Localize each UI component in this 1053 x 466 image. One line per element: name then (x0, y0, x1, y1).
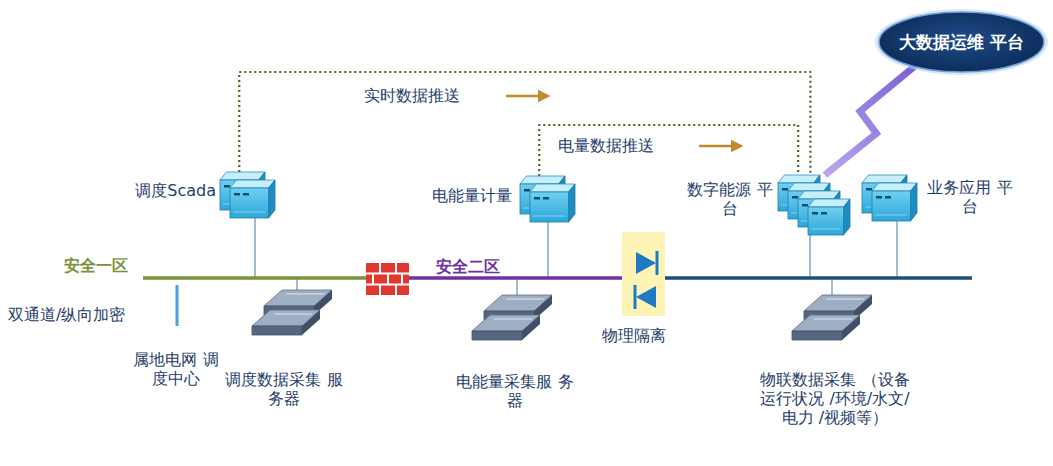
drop-line (831, 278, 833, 297)
storage-icon (252, 290, 332, 345)
device-label: 物联数据采集 （设备运行状况 /环境/水文/电力 /视频等） (755, 370, 915, 428)
server-node: 业务应用 平台 (862, 175, 917, 221)
collector-server: 调度数据采集 服务器 (252, 290, 332, 345)
drop-line (547, 222, 549, 278)
storage-icon (792, 295, 872, 350)
wireless-link (825, 67, 914, 175)
device-label: 业务应用 平台 (925, 178, 1015, 216)
server-cluster: 数字能源 平台 (778, 175, 850, 235)
storage-slab (792, 315, 860, 340)
device-label: 调度数据采集 服务器 (224, 370, 344, 408)
symbol-part (634, 285, 637, 309)
zone-label: 安全一区 (64, 256, 144, 275)
site-label: 属地电网 调度中心 (128, 350, 224, 388)
server-icon (520, 176, 575, 222)
glow (875, 9, 1048, 75)
symbol-part (656, 251, 659, 275)
zone-label: 安全二区 (436, 257, 516, 276)
symbol-part (636, 252, 656, 274)
server-box (230, 180, 275, 218)
symbol-part (366, 263, 409, 295)
channel-line (176, 285, 179, 326)
symbol-part (379, 285, 381, 296)
direction-arrow (699, 145, 741, 148)
isolation-label: 物理隔离 (602, 326, 682, 345)
storage-slab (472, 315, 540, 340)
device-label: 数字能源 平台 (686, 180, 774, 218)
server-icon (778, 175, 850, 235)
data-push-line (539, 125, 798, 176)
drop-line (254, 218, 256, 278)
zone2-bus (409, 276, 622, 280)
collector-server: 物联数据采集 （设备运行状况 /环境/水文/电力 /视频等） (792, 295, 872, 350)
platform-name: 大数据运维 平台 (874, 32, 1049, 52)
collector-server: 电能量采集服 务器 (472, 295, 552, 350)
data-push-line (239, 72, 810, 175)
device-label: 调度Scada (112, 181, 216, 200)
symbol-part (379, 263, 381, 274)
zone1-bus (143, 276, 366, 280)
edge-label: 实时数据推送 (362, 86, 462, 105)
storage-icon (472, 295, 552, 350)
symbol-part (366, 263, 409, 295)
server-node: 调度Scada (220, 172, 275, 218)
symbol-part (401, 274, 403, 285)
symbol-part (622, 232, 665, 316)
firewall-symbol (366, 263, 409, 295)
symbol-part (387, 274, 389, 285)
symbol-part (636, 286, 656, 308)
server-box (530, 184, 575, 222)
zone3-bus (665, 276, 972, 280)
symbol-part (372, 274, 374, 285)
server-icon (220, 172, 275, 218)
device-label: 电能量采集服 务器 (455, 372, 575, 410)
server-icon (862, 175, 917, 221)
drop-line (809, 235, 811, 278)
server-box (872, 183, 917, 221)
isolation-symbol (622, 232, 665, 316)
direction-arrow (506, 95, 548, 98)
server-node: 电能量计量 (520, 176, 575, 222)
symbol-part (395, 263, 397, 274)
drop-line (516, 278, 518, 297)
device-label: 电能量计量 (404, 186, 512, 205)
drop-line (896, 221, 898, 278)
storage-slab (252, 310, 320, 335)
edge-label: 电量数据推送 (556, 136, 656, 155)
cloud-platform: 大数据运维 平台 (874, 8, 1049, 76)
symbol-part (395, 285, 397, 296)
channel-label: 双通道/纵向加密 (8, 305, 158, 324)
server-box (808, 199, 850, 235)
